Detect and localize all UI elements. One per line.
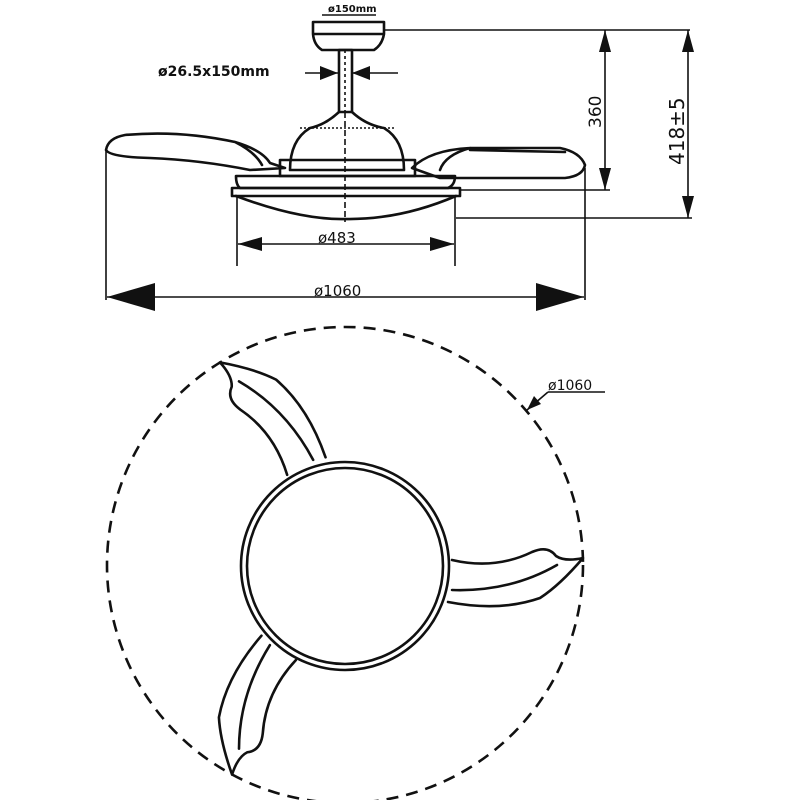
sweep-diameter-label: ø1060 [548, 378, 592, 394]
motor-base [278, 158, 417, 178]
blade-span-label: ø1060 [314, 282, 361, 300]
downrod-arrow-right [352, 66, 370, 80]
hub-inner-ring [245, 466, 445, 666]
left-blade [104, 132, 287, 172]
sweep-arrow [527, 396, 541, 410]
plan-blade [446, 547, 585, 608]
height-418-label: 418±5 [665, 97, 689, 165]
height-360-label: 360 [586, 96, 606, 128]
hub-outer-ring [239, 460, 451, 672]
canopy-diameter-label: ø150mm [328, 4, 377, 15]
light-diameter-label: ø483 [318, 229, 356, 247]
motor-housing [288, 110, 406, 172]
plan-blade-2 [211, 337, 331, 485]
canopy [311, 20, 386, 52]
right-blade [410, 146, 587, 180]
light-ring [230, 186, 462, 198]
light-bowl [234, 194, 458, 221]
downrod-arrow-left [320, 66, 338, 80]
downrod-label: ø26.5x150mm [158, 64, 270, 80]
side-view: ø150mm ø26.5x150mm 360 418±5 [104, 4, 694, 311]
top-view: ø1060 [105, 325, 605, 800]
sweep-circle [105, 325, 585, 800]
